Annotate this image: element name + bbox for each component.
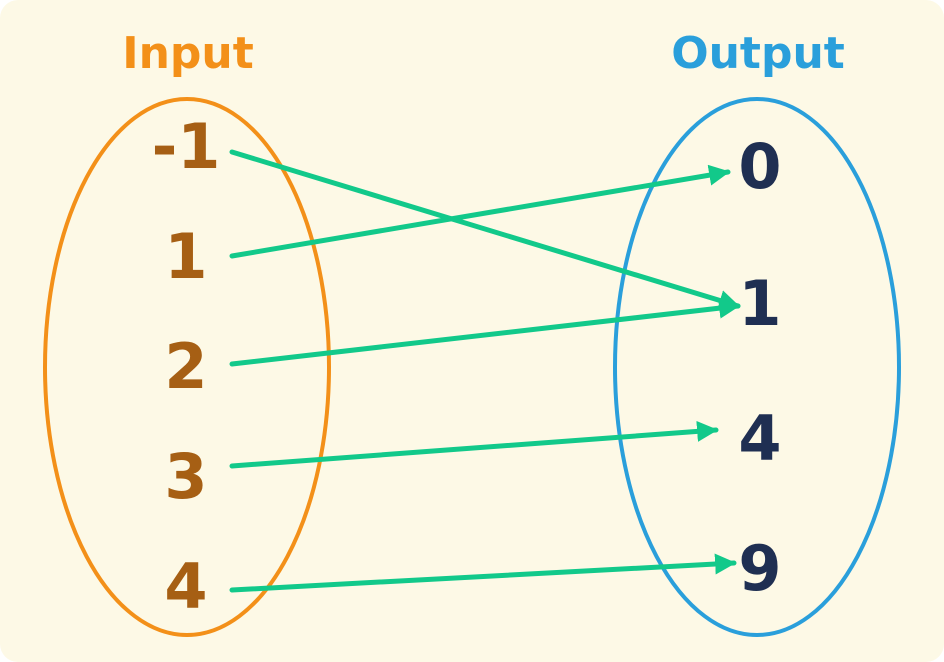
output-number: 0	[738, 130, 781, 203]
mapping-arrow	[229, 553, 737, 593]
output-number: 4	[738, 402, 781, 475]
output-number: 9	[738, 532, 781, 605]
input-number: 4	[164, 550, 207, 623]
mapping-arrow	[229, 297, 741, 367]
mapping-arrow	[229, 420, 719, 469]
input-title: Input	[122, 28, 254, 79]
input-number: 2	[164, 330, 207, 403]
mapping-arrow	[229, 149, 741, 311]
input-number-list: -1 1 2 3 4	[152, 110, 221, 623]
output-oval	[613, 97, 901, 637]
input-number: -1	[152, 110, 221, 183]
output-title: Output	[671, 28, 845, 79]
output-number: 1	[738, 267, 781, 340]
mapping-arrow	[229, 164, 731, 259]
input-number: 3	[164, 440, 207, 513]
mapping-arrows	[229, 149, 741, 593]
output-number-list: 0 1 4 9	[738, 130, 781, 605]
input-number: 1	[164, 220, 207, 293]
input-oval	[43, 97, 331, 637]
